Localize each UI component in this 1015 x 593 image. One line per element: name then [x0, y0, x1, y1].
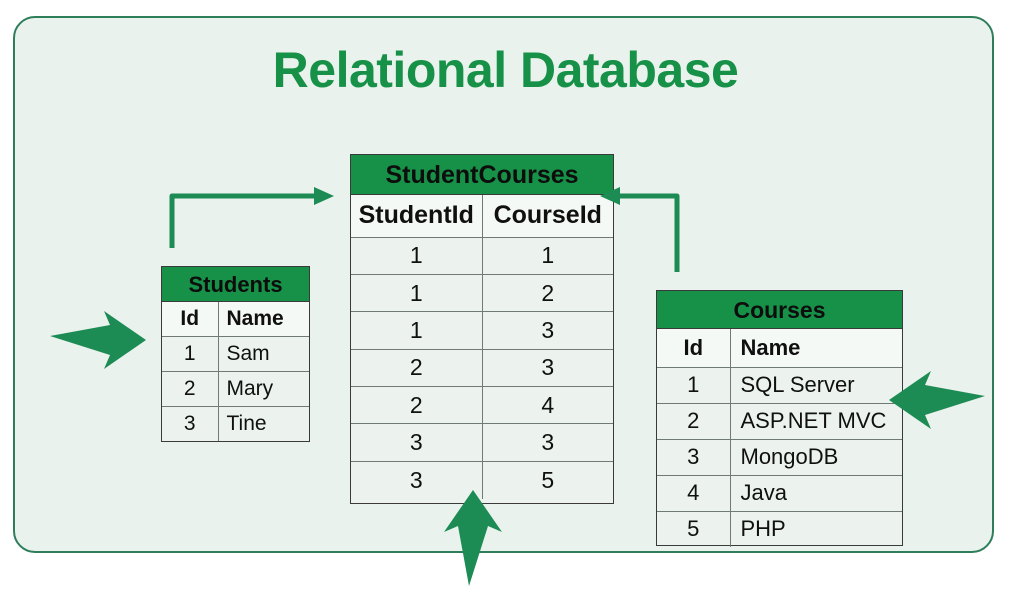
cell-id: 3 — [657, 439, 731, 476]
table-courses: Courses Id Name 1 SQL Server 2 ASP.NET M… — [656, 290, 903, 547]
cell-courseid: 4 — [482, 386, 613, 425]
table-row: 1 SQL Server — [657, 367, 902, 404]
table-row: 2 ASP.NET MVC — [657, 403, 902, 440]
cell-name: Tine — [226, 411, 267, 435]
page-title: Relational Database — [272, 42, 739, 98]
cell-courseid: 3 — [482, 423, 613, 462]
table-row: 1 1 — [351, 237, 613, 275]
table-row: 5 PHP — [657, 511, 902, 547]
cell-id: 1 — [162, 336, 219, 372]
column-header-name: Name — [218, 302, 309, 337]
cell-name: Sam — [218, 336, 309, 372]
table-header-row: Id Name — [162, 302, 309, 337]
cell-id: 2 — [657, 403, 731, 440]
table-title-students: Students — [162, 267, 309, 302]
cell-studentid: 2 — [351, 386, 483, 425]
table-row: 3 MongoDB — [657, 439, 902, 476]
table-header-row: Id Name — [657, 329, 902, 368]
cell-id: 4 — [657, 475, 731, 512]
table-row: 2 Mary — [162, 371, 309, 407]
column-header-name: Name — [730, 329, 902, 368]
cell-studentid: 1 — [351, 311, 483, 350]
table-row: 1 3 — [351, 311, 613, 350]
table-title-courses: Courses — [657, 291, 902, 329]
cell-studentid: 3 — [351, 423, 483, 462]
cell-courseid: 2 — [482, 274, 613, 313]
table-row: 2 4 — [351, 386, 613, 425]
cell-id: 1 — [657, 367, 731, 404]
column-header-id: Id — [657, 329, 731, 368]
table-row: 3 5 — [351, 461, 613, 499]
table-row: 4 Java — [657, 475, 902, 512]
table-row: 1 Sam — [162, 336, 309, 372]
cell-name: ASP.NET MVC — [730, 403, 902, 440]
cell-studentid: 1 — [351, 237, 483, 275]
table-grid-courses: Id Name 1 SQL Server 2 ASP.NET MVC 3 Mon… — [657, 329, 902, 547]
cell-id: 3 — [162, 406, 219, 441]
cell-id: 5 — [657, 511, 731, 547]
cell-name: Java — [730, 475, 902, 512]
table-row: 3 Tine — [162, 406, 309, 441]
cell-studentid: 2 — [351, 349, 483, 388]
cell-name: MongoDB — [730, 439, 902, 476]
cell-courseid: 1 — [482, 237, 613, 275]
cell-studentid: 1 — [351, 274, 483, 313]
table-studentcourses: StudentCourses StudentId CourseId 1 1 1 … — [350, 154, 614, 504]
table-row: 2 3 — [351, 349, 613, 388]
table-row: 3 3 — [351, 423, 613, 462]
cell-courseid: 3 — [482, 311, 613, 350]
diagram-panel: Relational Database StudentCourses Stude… — [13, 16, 994, 553]
cell-name: Mary — [218, 371, 309, 407]
cell-id: 2 — [162, 371, 219, 407]
table-row: 1 2 — [351, 274, 613, 313]
cell-courseid: 3 — [482, 349, 613, 388]
cell-name: PHP — [740, 516, 786, 542]
table-title-studentcourses: StudentCourses — [351, 155, 613, 195]
column-header-courseid: CourseId — [482, 195, 613, 238]
cell-studentid: 3 — [351, 461, 483, 499]
column-header-id: Id — [162, 302, 219, 337]
cell-name: SQL Server — [730, 367, 902, 404]
column-header-studentid: StudentId — [351, 195, 483, 238]
table-header-row: StudentId CourseId — [351, 195, 613, 238]
cell-courseid: 5 — [541, 466, 555, 493]
table-students: Students Id Name 1 Sam 2 Mary 3 — [161, 266, 310, 442]
table-grid-students: Id Name 1 Sam 2 Mary 3 Tine — [162, 302, 309, 441]
table-grid-studentcourses: StudentId CourseId 1 1 1 2 1 3 2 — [351, 195, 613, 499]
